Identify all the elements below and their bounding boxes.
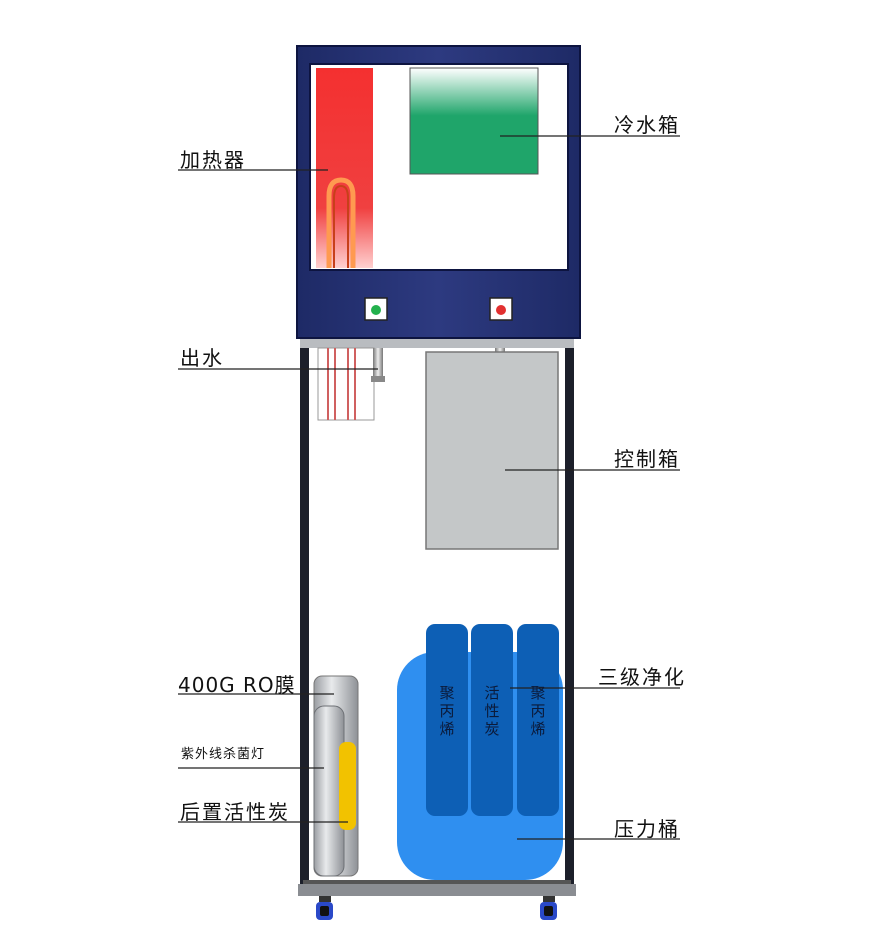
- heater-pipes: [317, 347, 375, 421]
- filter-cartridges: [426, 624, 559, 816]
- cold-water-tank: [409, 67, 539, 175]
- hot-indicator-light: [364, 297, 388, 321]
- right-wheel: [540, 896, 557, 920]
- label-uv-lamp: 紫外线杀菌灯: [181, 747, 266, 762]
- filter-pp-1: [426, 624, 468, 816]
- label-post-carbon: 后置活性炭: [180, 800, 290, 824]
- heater: [316, 68, 373, 268]
- filter-label-1: 聚丙烯: [439, 684, 455, 738]
- label-ro-membrane: 400G RO膜: [178, 673, 296, 697]
- ro-column: [313, 675, 359, 877]
- label-cold-tank: 冷水箱: [614, 113, 680, 137]
- control-box: [425, 351, 559, 550]
- label-control-box: 控制箱: [614, 447, 680, 471]
- post-carbon-filter: [339, 742, 356, 830]
- label-three-stage: 三级净化: [598, 665, 686, 689]
- filter-carbon: [471, 624, 513, 816]
- cold-indicator-light: [489, 297, 513, 321]
- hot-faucet: [371, 348, 385, 382]
- label-water-outlet: 出水: [180, 346, 224, 370]
- leader-lines: [178, 135, 680, 840]
- label-pressure-tank: 压力桶: [614, 817, 680, 841]
- filter-label-2: 活性炭: [484, 684, 500, 738]
- filter-label-3: 聚丙烯: [530, 684, 546, 738]
- label-heater: 加热器: [180, 148, 246, 172]
- filter-pp-2: [517, 624, 559, 816]
- left-wheel: [316, 896, 333, 920]
